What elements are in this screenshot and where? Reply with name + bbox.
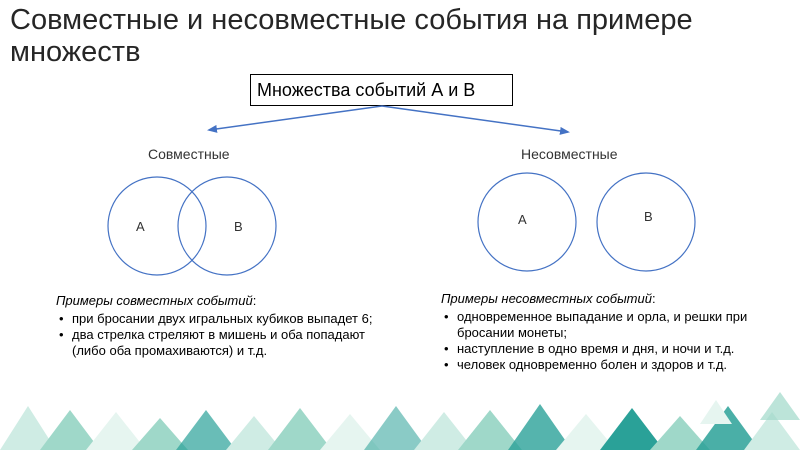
joint-examples-title-text: Примеры совместных событий (56, 293, 253, 308)
footer-decoration (0, 392, 800, 450)
disjoint-examples-title-text: Примеры несовместных событий (441, 291, 652, 306)
disjoint-examples-title-colon: : (651, 291, 656, 306)
joint-set-a-label: А (136, 219, 145, 234)
disjoint-set-a-circle (477, 172, 577, 272)
joint-examples-title-colon: : (252, 293, 257, 308)
list-item: одновременное выпадание и орла, и решки … (441, 309, 786, 341)
arrow-to-joint (207, 105, 383, 133)
disjoint-examples: Примеры несовместных событий: одновремен… (441, 291, 786, 373)
joint-examples-title: Примеры совместных событий: (56, 293, 386, 309)
joint-set-a-circle (107, 176, 207, 276)
list-item: человек одновременно болен и здоров и т.… (441, 357, 786, 373)
page-title: Совместные и несовместные события на при… (10, 4, 693, 68)
disjoint-examples-title: Примеры несовместных событий: (441, 291, 786, 307)
list-item: при бросании двух игральных кубиков выпа… (56, 311, 386, 327)
disjoint-set-a-label: А (518, 212, 527, 227)
joint-set-b-label: В (234, 219, 243, 234)
disjoint-branch-label: Несовместные (521, 146, 618, 162)
joint-branch-label: Совместные (148, 146, 230, 162)
arrow-to-disjoint (381, 105, 570, 135)
joint-examples-list: при бросании двух игральных кубиков выпа… (56, 311, 386, 359)
joint-examples: Примеры совместных событий: при бросании… (56, 293, 386, 359)
list-item: наступление в одно время и дня, и ночи и… (441, 341, 786, 357)
joint-set-b-circle (177, 176, 277, 276)
disjoint-set-b-circle (596, 172, 696, 272)
list-item: два стрелка стреляют в мишень и оба попа… (56, 327, 386, 359)
disjoint-set-b-label: В (644, 209, 653, 224)
disjoint-examples-list: одновременное выпадание и орла, и решки … (441, 309, 786, 373)
